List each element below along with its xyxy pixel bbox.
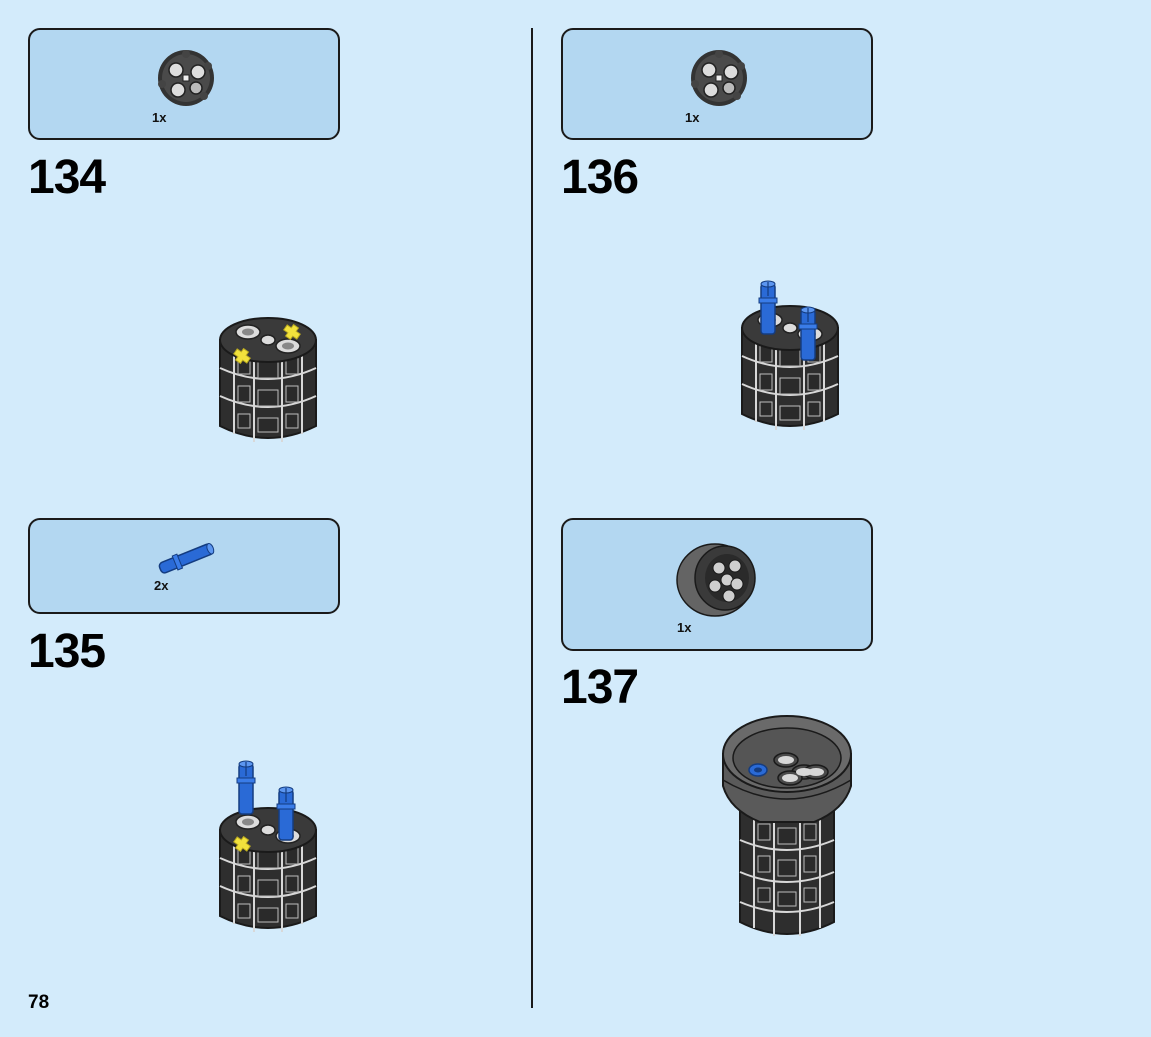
dark-gray-bowl-icon	[676, 543, 756, 617]
center-divider	[531, 28, 533, 1008]
part-quantity: 1x	[685, 110, 700, 125]
step-number: 137	[561, 661, 639, 714]
parts-callout-step-134: 1x	[28, 28, 340, 140]
step-number: 134	[28, 151, 106, 204]
dark-gray-wheel-hub-icon	[690, 49, 748, 107]
parts-callout-step-136: 1x	[561, 28, 873, 140]
step-number: 135	[28, 625, 106, 678]
parts-callout-step-137: 1x	[561, 518, 873, 651]
blue-pin-icon	[158, 543, 215, 574]
tower-assembly-step-135	[219, 760, 317, 933]
tower-assembly-step-136	[741, 280, 839, 431]
part-quantity: 1x	[152, 110, 167, 125]
parts-callout-step-135: 2x	[28, 518, 340, 614]
part-quantity: 2x	[154, 578, 169, 593]
part-quantity: 1x	[677, 620, 692, 635]
page-number: 78	[28, 992, 50, 1013]
tower-assembly-step-137	[722, 715, 852, 936]
step-number: 136	[561, 151, 639, 204]
tower-assembly-step-134	[219, 317, 317, 443]
dark-gray-wheel-hub-icon	[157, 49, 215, 107]
